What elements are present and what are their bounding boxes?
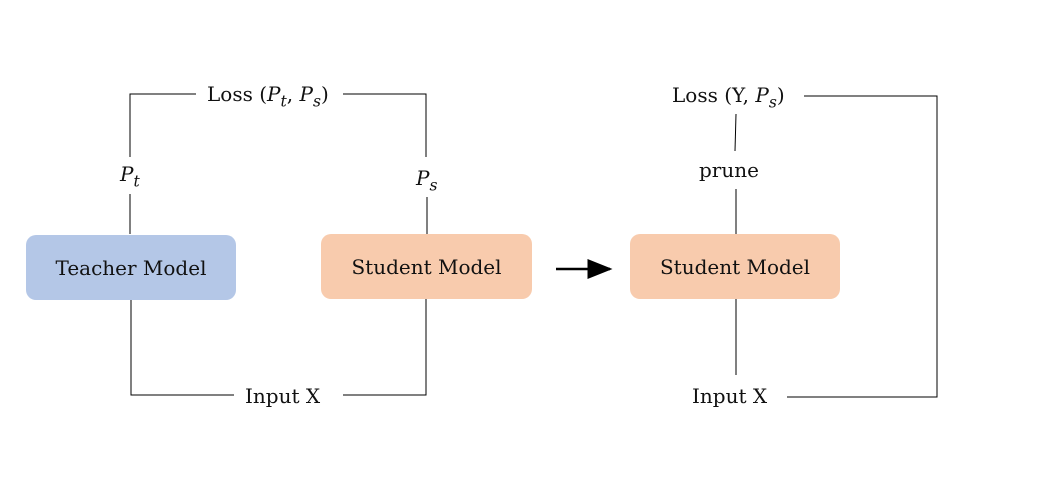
loss-y-student-label: Loss (Y, Ps) (672, 83, 785, 114)
loss-text-left: Loss ( (207, 82, 268, 106)
teacher-output-line (129, 93, 196, 234)
loss-close-right: ) (776, 83, 785, 107)
loss-close-left: ) (320, 82, 329, 106)
loss-teacher-student-label: Loss (Pt, Ps) (207, 82, 329, 113)
input-x-label-left: Input X (245, 384, 321, 408)
loss-arg-student: Ps (299, 82, 321, 111)
teacher-model-box: Teacher Model (26, 235, 236, 300)
loss-input-loop-line (787, 95, 938, 398)
student-model-box-right: Student Model (630, 234, 840, 299)
prune-loss-line (734, 113, 737, 152)
student-input-line (343, 299, 427, 396)
teacher-output-label: Pt (120, 162, 140, 191)
prune-label: prune (699, 158, 759, 182)
input-x-label-right: Input X (692, 384, 768, 408)
loss-arg-student-right: Ps (755, 83, 777, 112)
loss-text-right: Loss (Y, (672, 83, 756, 107)
student-output-line (343, 93, 428, 235)
loss-separator: , (286, 82, 300, 106)
loss-arg-teacher: Pt (267, 82, 287, 111)
student-output-label: Ps (416, 166, 438, 195)
student-model-label-right: Student Model (659, 254, 811, 279)
student-model-label-left: Student Model (351, 254, 502, 279)
teacher-input-line (130, 300, 234, 396)
teacher-model-label: Teacher Model (55, 255, 207, 280)
student-model-box-left: Student Model (321, 234, 532, 299)
